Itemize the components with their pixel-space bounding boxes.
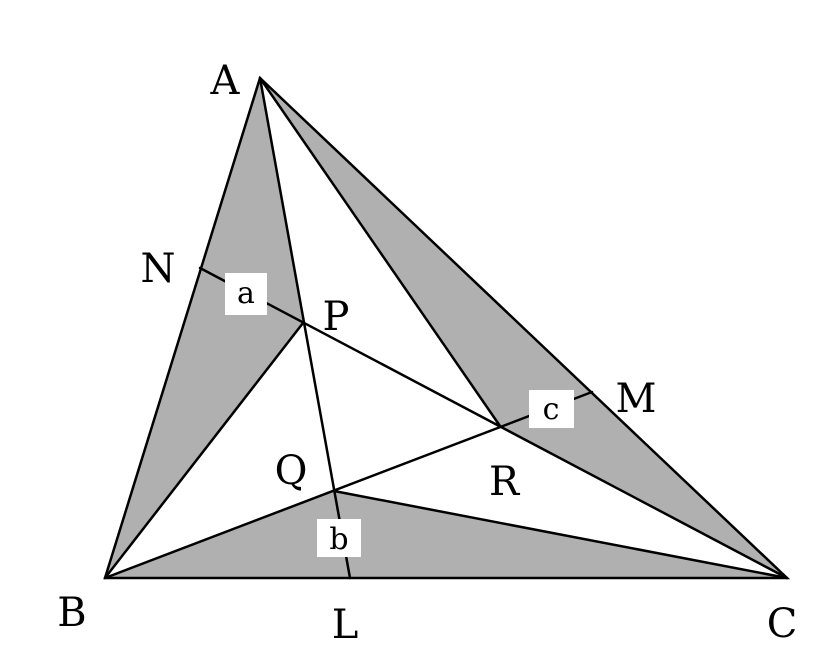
lines xyxy=(103,75,791,580)
shaded-regions xyxy=(105,78,787,578)
segment-label-b: b xyxy=(329,522,348,557)
segment-bp xyxy=(103,321,305,580)
shaded-triangle-bcq xyxy=(105,491,787,578)
point-label-n: N xyxy=(141,246,176,292)
cevian-bm xyxy=(103,390,594,580)
point-label-m: M xyxy=(616,376,657,422)
cevian-al xyxy=(258,76,352,580)
segment-label-a-group: a xyxy=(225,273,267,315)
cevian-cn xyxy=(198,266,789,580)
segment-label-b-group: b xyxy=(317,519,361,557)
point-label-c: C xyxy=(767,601,798,647)
segment-cq xyxy=(332,489,789,580)
segment-label-c-group: c xyxy=(529,390,574,428)
point-label-a: A xyxy=(210,58,241,104)
point-label-l: L xyxy=(332,602,359,648)
segment-ar xyxy=(258,76,502,428)
point-label-b: B xyxy=(57,590,86,636)
segment-label-c: c xyxy=(543,392,560,427)
segment-label-a: a xyxy=(237,276,255,311)
triangle-abc xyxy=(103,75,791,580)
point-label-q: Q xyxy=(275,448,308,494)
point-label-r: R xyxy=(489,459,521,505)
shaded-triangle-abp xyxy=(105,78,303,578)
point-label-p: P xyxy=(323,294,350,340)
